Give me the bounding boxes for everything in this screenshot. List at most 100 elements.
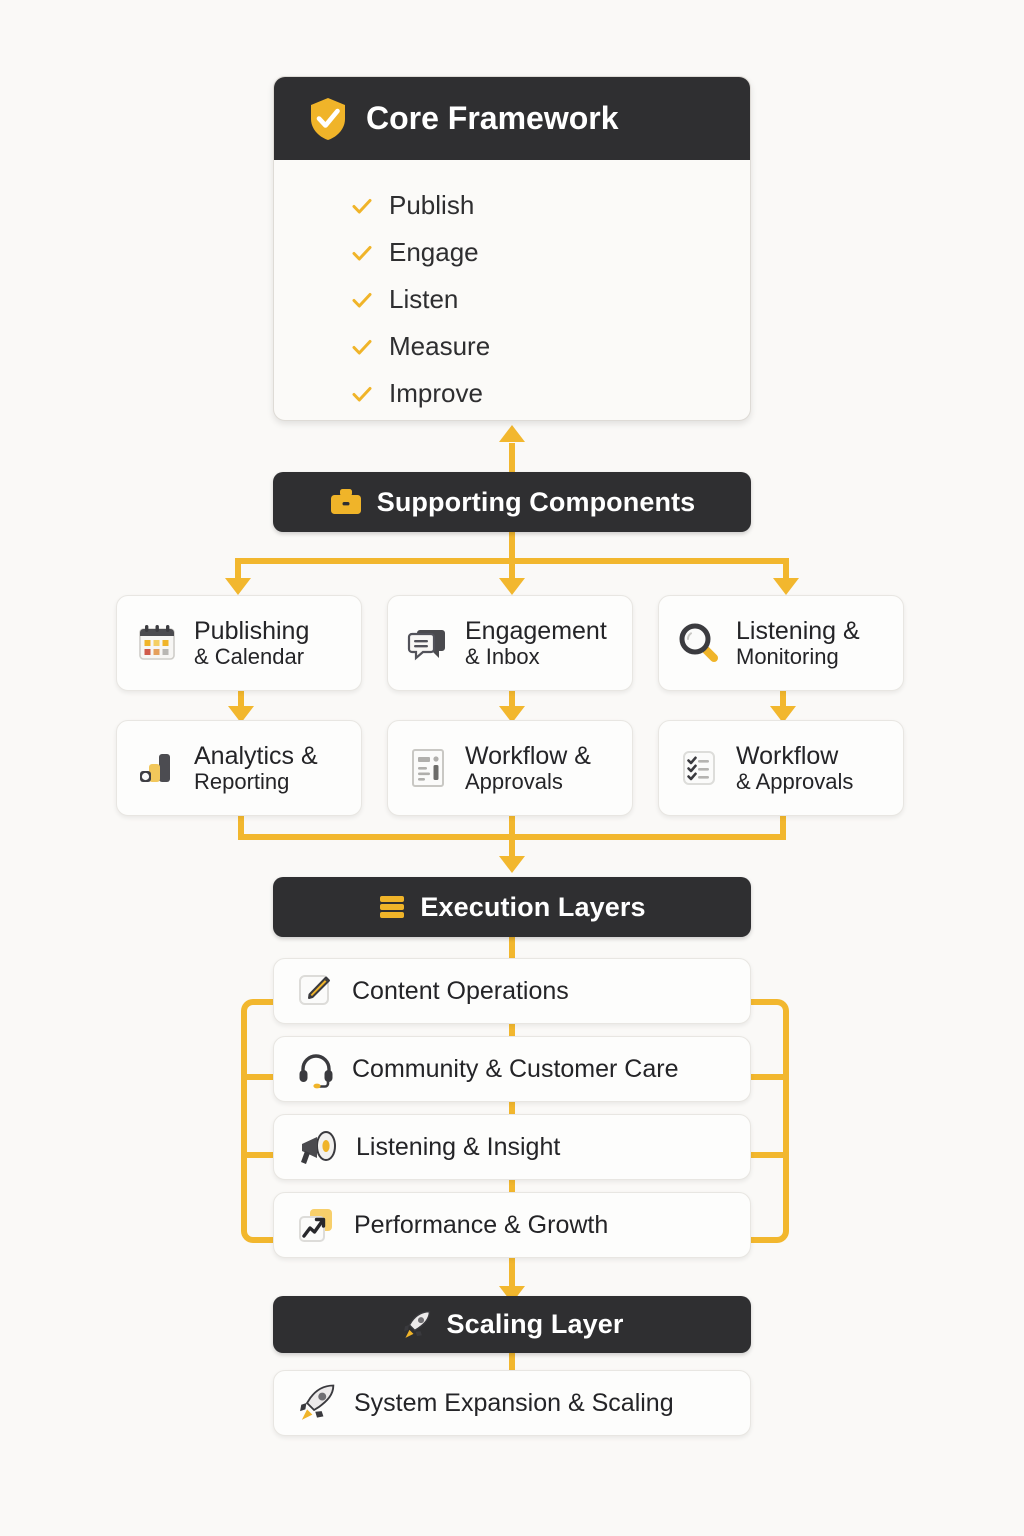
check-icon xyxy=(351,242,373,264)
execution-row-community[interactable]: Community & Customer Care xyxy=(273,1036,751,1102)
supporting-components-title: Supporting Components xyxy=(376,486,696,517)
arrow-down-col3-row2 xyxy=(770,706,796,723)
arrow-down-col1 xyxy=(225,578,251,595)
rocket-icon xyxy=(296,1382,338,1424)
connector-supporting-to-core xyxy=(509,443,515,472)
core-list-item-label: Improve xyxy=(389,378,483,408)
supporting-card-line1: Publishing xyxy=(194,616,310,645)
core-list-item[interactable]: Engage xyxy=(351,229,750,276)
supporting-card-engagement[interactable]: Engagement & Inbox xyxy=(387,595,633,691)
supporting-card-line1: Listening & xyxy=(736,616,860,645)
supporting-card-listening[interactable]: Listening & Monitoring xyxy=(658,595,904,691)
layers-icon xyxy=(378,892,406,922)
core-list-item[interactable]: Listen xyxy=(351,276,750,323)
core-list-item-label: Engage xyxy=(389,237,479,267)
arrow-down-col3 xyxy=(773,578,799,595)
megaphone-icon xyxy=(296,1127,340,1167)
supporting-card-publishing[interactable]: Publishing & Calendar xyxy=(116,595,362,691)
bracket-right-stub-2 xyxy=(751,1074,783,1080)
core-framework-list: Publish Engage Listen Measure xyxy=(274,160,750,417)
execution-row-label: Community & Customer Care xyxy=(352,1054,679,1083)
bracket-right-stub-3 xyxy=(751,1152,783,1158)
checklist-icon xyxy=(675,744,723,792)
execution-layers-bar[interactable]: Execution Layers xyxy=(273,877,751,937)
supporting-card-label: Analytics & Reporting xyxy=(194,742,318,795)
bracket-left-stub-3 xyxy=(241,1152,273,1158)
execution-row-label: Performance & Growth xyxy=(354,1210,609,1239)
core-framework-card: Core Framework Publish Engage Listen xyxy=(273,76,751,421)
execution-row-label: Content Operations xyxy=(352,976,569,1005)
scaling-layer-title: Scaling Layer xyxy=(446,1309,624,1339)
connector-exec-r1-r2 xyxy=(509,1018,515,1046)
toolbox-icon xyxy=(329,487,363,517)
connector-merge-down xyxy=(509,815,515,860)
supporting-card-workflow-checklist[interactable]: Workflow & Approvals xyxy=(658,720,904,816)
connector-col3-merge xyxy=(780,815,786,837)
connector-fanout-right xyxy=(783,558,789,582)
core-list-item-label: Publish xyxy=(389,190,475,220)
connector-exec-r3-r4 xyxy=(509,1174,515,1202)
execution-row-performance[interactable]: Performance & Growth xyxy=(273,1192,751,1258)
connector-exec-r2-r3 xyxy=(509,1096,515,1124)
connector-execution-to-scaling xyxy=(509,1252,515,1292)
supporting-card-label: Workflow & Approvals xyxy=(465,742,591,795)
arrow-down-col2-row2 xyxy=(499,706,525,723)
supporting-card-label: Listening & Monitoring xyxy=(736,617,860,670)
bar-chart-icon xyxy=(133,744,181,792)
connector-scaling-down xyxy=(509,1351,515,1375)
connector-col3-row xyxy=(780,691,786,710)
bracket-left-execution xyxy=(241,999,279,1243)
arrow-down-col1-row2 xyxy=(228,706,254,723)
connector-col2-row xyxy=(509,691,515,710)
core-list-item[interactable]: Improve xyxy=(351,370,750,417)
shield-check-icon xyxy=(308,97,348,141)
connector-col1-row xyxy=(238,691,244,710)
memo-pencil-icon xyxy=(296,971,336,1011)
supporting-card-line1: Analytics & xyxy=(194,741,318,770)
calendar-icon xyxy=(133,619,181,667)
core-list-item-label: Measure xyxy=(389,331,491,361)
chart-increase-icon xyxy=(296,1205,338,1245)
execution-layers-title: Execution Layers xyxy=(420,891,646,922)
connector-fanout-left xyxy=(235,558,241,582)
scaling-row-system-expansion[interactable]: System Expansion & Scaling xyxy=(273,1370,751,1436)
connector-execution-down xyxy=(509,934,515,964)
arrow-up-to-core xyxy=(499,425,525,442)
execution-row-content-operations[interactable]: Content Operations xyxy=(273,958,751,1024)
core-framework-title: Core Framework xyxy=(366,100,619,136)
supporting-card-label: Publishing & Calendar xyxy=(194,617,309,670)
supporting-card-line2: Monitoring xyxy=(736,643,839,669)
arrow-down-to-execution xyxy=(499,856,525,873)
headset-icon xyxy=(296,1049,336,1089)
connector-supporting-down xyxy=(509,531,515,561)
scaling-layer-bar[interactable]: Scaling Layer xyxy=(273,1296,751,1353)
arrow-down-col2 xyxy=(499,578,525,595)
supporting-card-line1: Workflow xyxy=(736,741,839,770)
check-icon xyxy=(351,289,373,311)
supporting-card-line2: Approvals xyxy=(465,768,563,794)
connector-col1-merge xyxy=(238,815,244,837)
supporting-card-line2: & Calendar xyxy=(194,643,305,669)
rocket-icon xyxy=(401,1309,433,1341)
execution-row-listening-insight[interactable]: Listening & Insight xyxy=(273,1114,751,1180)
supporting-card-workflow-doc[interactable]: Workflow & Approvals xyxy=(387,720,633,816)
supporting-card-label: Engagement & Inbox xyxy=(465,617,607,670)
supporting-card-analytics[interactable]: Analytics & Reporting xyxy=(116,720,362,816)
magnifier-icon xyxy=(675,619,723,667)
supporting-card-line2: & Inbox xyxy=(465,643,540,669)
scaling-row-label: System Expansion & Scaling xyxy=(354,1388,674,1417)
core-list-item-label: Listen xyxy=(389,284,459,314)
core-framework-header: Core Framework xyxy=(274,77,750,160)
execution-row-label: Listening & Insight xyxy=(356,1132,561,1161)
supporting-components-bar[interactable]: Supporting Components xyxy=(273,472,751,532)
check-icon xyxy=(351,336,373,358)
supporting-card-line2: & Approvals xyxy=(736,768,854,794)
supporting-card-line1: Workflow & xyxy=(465,741,591,770)
document-icon xyxy=(404,744,452,792)
core-list-item[interactable]: Publish xyxy=(351,182,750,229)
bracket-right-execution xyxy=(751,999,789,1243)
bracket-left-stub-2 xyxy=(241,1074,273,1080)
supporting-card-line2: Reporting xyxy=(194,768,290,794)
core-list-item[interactable]: Measure xyxy=(351,323,750,370)
